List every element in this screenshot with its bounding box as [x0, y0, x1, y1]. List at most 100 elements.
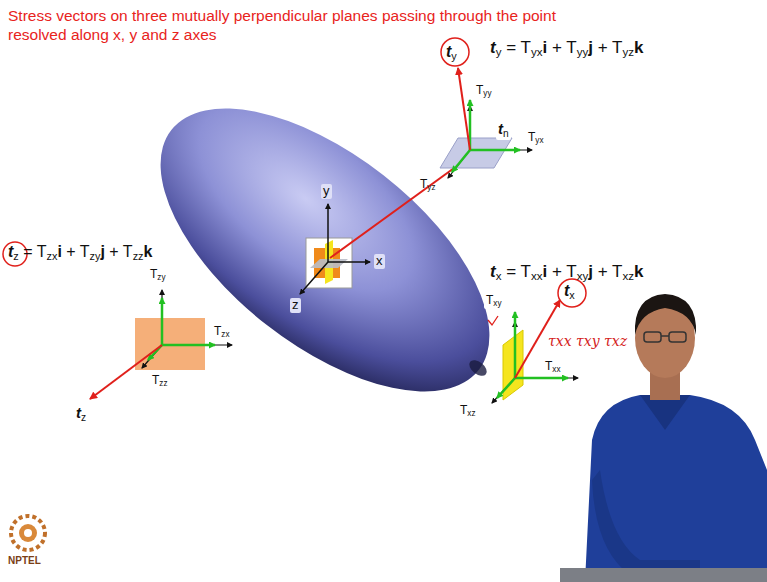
text-run: y: [497, 299, 501, 308]
text-run: x: [496, 270, 502, 282]
stress-equation: ty = Tyxi + Tyyj + Tyzk: [490, 38, 644, 60]
text-run: z: [431, 183, 435, 192]
y-plane-figure: [440, 38, 532, 178]
text-run: y: [487, 89, 491, 98]
text-run: [516, 262, 520, 281]
text-run: [593, 38, 598, 57]
text-run: T: [521, 262, 531, 281]
text-run: =: [23, 243, 32, 260]
text-run: t: [564, 282, 569, 299]
text-run: z: [221, 330, 225, 339]
component-label: Tzx: [214, 325, 230, 340]
text-run: t: [498, 120, 503, 137]
component-label: Tzz: [152, 374, 168, 389]
text-run: z: [628, 46, 634, 58]
text-run: [33, 243, 37, 260]
axis-label: y: [321, 184, 332, 199]
text-run: y: [496, 46, 502, 58]
text-run: y: [535, 136, 539, 145]
text-run: T: [460, 403, 467, 417]
z-plane-figure: [3, 242, 232, 399]
text-run: z: [628, 270, 634, 282]
ellipsoid-tip: [466, 357, 489, 379]
stress-equation: tx = Txxi + Txyj + Txzk: [490, 262, 644, 284]
text-run: t: [446, 43, 451, 60]
text-run: z: [157, 273, 161, 282]
text-run: x: [539, 136, 543, 145]
text-run: i: [543, 262, 548, 281]
text-run: y: [161, 273, 165, 282]
text-run: +: [598, 262, 608, 281]
text-run: y: [531, 46, 537, 58]
text-run: x: [467, 409, 471, 418]
text-run: T: [566, 38, 576, 57]
text-run: x: [569, 289, 574, 301]
text-run: [516, 38, 520, 57]
text-run: z: [90, 250, 95, 262]
text-run: T: [80, 243, 90, 260]
vector-label: tx: [564, 282, 575, 302]
text-run: x: [537, 46, 543, 58]
ellipsoid-body: [113, 55, 537, 445]
text-run: z: [138, 250, 143, 262]
text-run: y: [483, 89, 487, 98]
text-run: T: [612, 38, 622, 57]
text-run: [119, 243, 123, 260]
stress-equation: tz = Tzxi + Tzyj + Tzzk: [8, 243, 152, 263]
text-run: T: [214, 324, 221, 338]
text-run: x: [225, 330, 229, 339]
text-run: T: [566, 262, 576, 281]
text-run: z: [471, 409, 475, 418]
text-run: [547, 38, 552, 57]
text-run: [19, 243, 23, 260]
component-label: Tyx: [528, 131, 544, 146]
text-run: z: [13, 250, 18, 262]
text-run: [562, 38, 566, 57]
text-run: x: [623, 270, 629, 282]
text-run: j: [100, 243, 104, 260]
text-run: =: [506, 262, 516, 281]
text-run: [547, 262, 552, 281]
text-run: T: [486, 293, 493, 307]
text-run: T: [521, 38, 531, 57]
text-run: [608, 262, 612, 281]
text-run: j: [588, 262, 593, 281]
text-run: x: [537, 270, 543, 282]
text-run: z: [81, 412, 86, 423]
text-run: x: [556, 365, 560, 374]
text-run: t: [8, 243, 13, 260]
text-run: k: [634, 262, 643, 281]
text-run: +: [598, 38, 608, 57]
text-run: y: [427, 183, 431, 192]
text-run: i: [543, 38, 548, 57]
text-run: t: [76, 404, 81, 421]
nptel-logo: [11, 516, 45, 550]
text-run: [76, 243, 80, 260]
text-run: k: [634, 38, 643, 57]
text-run: +: [552, 38, 562, 57]
text-run: [501, 38, 506, 57]
text-run: j: [588, 38, 593, 57]
text-run: [501, 262, 506, 281]
axis-label: x: [374, 254, 385, 269]
text-run: [593, 262, 598, 281]
text-run: T: [152, 373, 159, 387]
text-run: x: [493, 299, 497, 308]
text-run: =: [506, 38, 516, 57]
text-run: [608, 38, 612, 57]
text-run: t: [490, 262, 496, 281]
text-run: y: [583, 270, 589, 282]
text-run: y: [577, 46, 583, 58]
component-label: Txx: [545, 360, 561, 375]
text-run: y: [583, 46, 589, 58]
text-run: x: [577, 270, 583, 282]
handwritten-note: τxx τxy τxz: [548, 333, 627, 349]
text-run: T: [528, 130, 535, 144]
text-run: +: [109, 243, 118, 260]
text-run: [62, 243, 66, 260]
component-label: Txz: [460, 404, 476, 419]
vector-label: tz: [76, 404, 86, 424]
logo-text: NPTEL: [8, 555, 41, 567]
